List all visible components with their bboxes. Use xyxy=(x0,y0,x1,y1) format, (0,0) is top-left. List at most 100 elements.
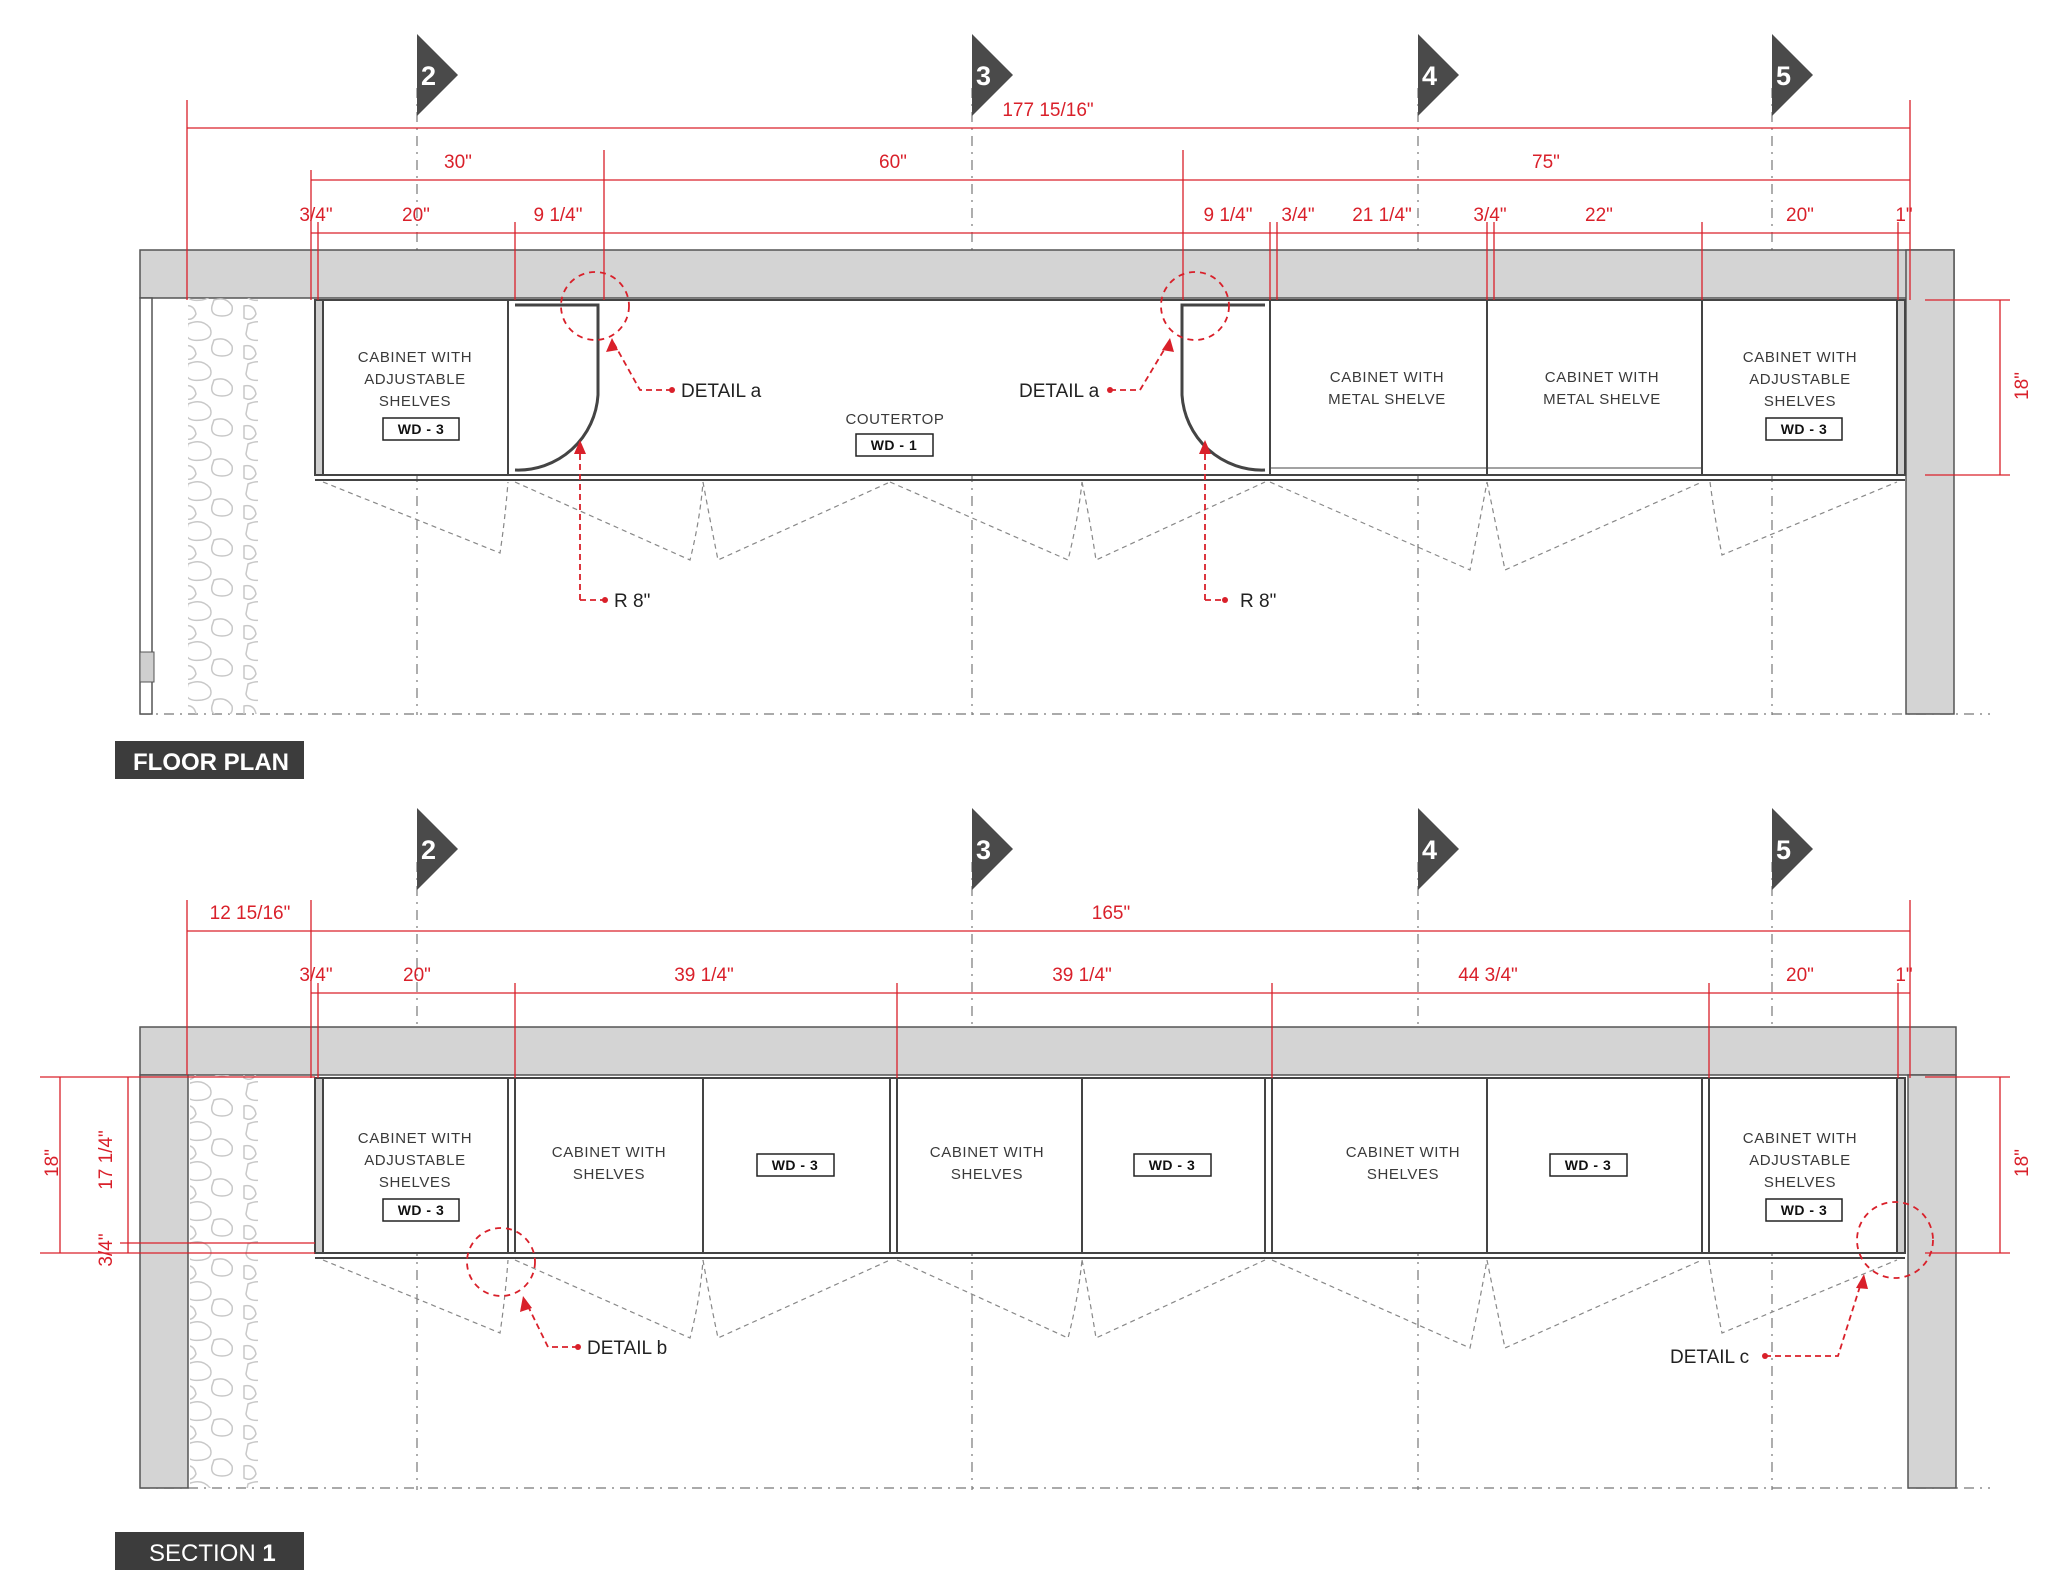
dim-plan-4: 9 1/4" xyxy=(1203,205,1252,226)
dim-plan-1: 3/4" xyxy=(299,205,332,226)
dim-left-offset: 12 15/16" xyxy=(210,903,291,924)
tag-3-section: WD - 3 xyxy=(1549,1153,1628,1177)
grid-marker-2-section: 2 xyxy=(417,808,458,890)
svg-text:SHELVES: SHELVES xyxy=(1367,1166,1439,1183)
svg-text:WD - 3: WD - 3 xyxy=(1781,1202,1828,1218)
dim-sec-6: 20" xyxy=(1786,965,1814,986)
curved-panel-right xyxy=(1180,303,1266,472)
floor-plan: 2 3 4 5 xyxy=(115,34,2033,779)
dim-plan-7: 3/4" xyxy=(1473,205,1506,226)
dim-60: 60" xyxy=(879,152,907,173)
dim-plan-8: 22" xyxy=(1585,205,1613,226)
svg-text:2: 2 xyxy=(421,835,436,865)
radius-left: R 8" xyxy=(614,591,650,612)
cabinet-run-section xyxy=(314,1077,1906,1259)
svg-text:ADJUSTABLE: ADJUSTABLE xyxy=(364,371,466,388)
dim-sec-5: 44 3/4" xyxy=(1458,965,1518,986)
svg-text:WD - 3: WD - 3 xyxy=(398,421,445,437)
grid-marker-5-section: 5 xyxy=(1772,808,1813,890)
detail-arrowheads-section xyxy=(520,1274,1868,1359)
svg-text:CABINET WITH: CABINET WITH xyxy=(1346,1144,1460,1161)
detail-arrowheads-plan xyxy=(574,338,1228,603)
grid-marker-4-section: 4 xyxy=(1418,808,1459,890)
tag-1-section: WD - 3 xyxy=(756,1153,835,1177)
grid-marker-3-section: 3 xyxy=(972,808,1013,890)
floor-plan-title: FLOOR PLAN xyxy=(133,749,289,776)
dim-plan-5: 3/4" xyxy=(1281,205,1314,226)
dim-sec-1: 3/4" xyxy=(299,965,332,986)
section-1: 2 3 4 5 xyxy=(40,808,2033,1570)
curved-panel-left xyxy=(514,303,600,472)
stone-wall-section xyxy=(190,1075,258,1488)
detail-callouts-section xyxy=(466,1201,1934,1357)
door-swings-plan xyxy=(322,481,1898,571)
right-wall xyxy=(1905,249,1955,715)
svg-text:CABINET WITH: CABINET WITH xyxy=(1743,1130,1857,1147)
dim-depth-plan: 18" xyxy=(2012,372,2033,400)
radius-right: R 8" xyxy=(1240,591,1276,612)
svg-text:4: 4 xyxy=(1422,61,1437,91)
section-title: SECTION 1 xyxy=(149,1540,276,1567)
dim-sec-7: 1" xyxy=(1895,965,1912,986)
svg-text:METAL SHELVE: METAL SHELVE xyxy=(1543,391,1661,408)
cabinet-shelves-3-label: CABINET WITH SHELVES xyxy=(1346,1144,1460,1183)
detail-a-left: DETAIL a xyxy=(681,381,762,402)
svg-text:WD - 3: WD - 3 xyxy=(1565,1157,1612,1173)
left-wall-section xyxy=(139,1074,189,1489)
svg-text:CABINET WITH: CABINET WITH xyxy=(1330,369,1444,386)
detail-callouts-plan xyxy=(560,271,1230,601)
grid-marker-2: 2 xyxy=(417,34,458,116)
cabinet-left-label-section: CABINET WITH ADJUSTABLE SHELVES WD - 3 xyxy=(358,1130,472,1222)
cabinet-shelves-2-label: CABINET WITH SHELVES xyxy=(930,1144,1044,1183)
tag-2-section: WD - 3 xyxy=(1133,1153,1212,1177)
dim-plan-9: 20" xyxy=(1786,205,1814,226)
svg-text:ADJUSTABLE: ADJUSTABLE xyxy=(364,1152,466,1169)
svg-text:COUTERTOP: COUTERTOP xyxy=(845,411,944,428)
svg-text:SHELVES: SHELVES xyxy=(951,1166,1023,1183)
svg-text:CABINET WITH: CABINET WITH xyxy=(358,349,472,366)
grid-marker-3: 3 xyxy=(972,34,1013,116)
dim-plan-10: 1" xyxy=(1895,205,1912,226)
door-swings-section xyxy=(322,1259,1898,1349)
svg-text:ADJUSTABLE: ADJUSTABLE xyxy=(1749,1152,1851,1169)
cabinet-left-label-plan: CABINET WITH ADJUSTABLE SHELVES WD - 3 xyxy=(358,349,472,441)
svg-text:CABINET WITH: CABINET WITH xyxy=(1743,349,1857,366)
dim-height-17-1-4: 17 1/4" xyxy=(96,1130,117,1190)
svg-text:2: 2 xyxy=(421,61,436,91)
detail-b: DETAIL b xyxy=(587,1338,667,1359)
dim-75: 75" xyxy=(1532,152,1560,173)
dim-plan-2: 20" xyxy=(402,205,430,226)
dim-sec-3: 39 1/4" xyxy=(674,965,734,986)
countertop-label: COUTERTOP WD - 1 xyxy=(845,411,944,457)
grid-marker-5: 5 xyxy=(1772,34,1813,116)
dim-overall-plan: 177 15/16" xyxy=(1002,100,1093,121)
svg-text:CABINET WITH: CABINET WITH xyxy=(930,1144,1044,1161)
svg-text:WD - 3: WD - 3 xyxy=(1781,421,1828,437)
dim-height-18: 18" xyxy=(42,1149,63,1177)
cabinet-shelves-1-label: CABINET WITH SHELVES xyxy=(552,1144,666,1183)
svg-text:3: 3 xyxy=(976,61,991,91)
svg-text:5: 5 xyxy=(1776,61,1791,91)
dim-30: 30" xyxy=(444,152,472,173)
svg-text:SHELVES: SHELVES xyxy=(379,393,451,410)
svg-text:WD - 3: WD - 3 xyxy=(398,1202,445,1218)
svg-text:3: 3 xyxy=(976,835,991,865)
dimension-lines-plan xyxy=(186,100,2010,476)
svg-text:WD - 3: WD - 3 xyxy=(772,1157,819,1173)
cabinet-metal-1-label: CABINET WITH METAL SHELVE xyxy=(1328,369,1445,408)
stone-wall-left xyxy=(188,298,258,714)
svg-text:SHELVES: SHELVES xyxy=(1764,393,1836,410)
dim-height-3-4: 3/4" xyxy=(96,1233,117,1266)
svg-text:5: 5 xyxy=(1776,835,1791,865)
cabinet-metal-2-label: CABINET WITH METAL SHELVE xyxy=(1543,369,1661,408)
dim-height-right: 18" xyxy=(2012,1149,2033,1177)
dim-sec-4: 39 1/4" xyxy=(1052,965,1112,986)
svg-text:SHELVES: SHELVES xyxy=(1764,1174,1836,1191)
svg-text:WD - 1: WD - 1 xyxy=(871,437,918,453)
dim-plan-6: 21 1/4" xyxy=(1352,205,1412,226)
ceiling-slab xyxy=(139,1026,1957,1076)
dim-sec-2: 20" xyxy=(403,965,431,986)
svg-text:WD - 3: WD - 3 xyxy=(1149,1157,1196,1173)
right-wall-section xyxy=(1907,1074,1957,1489)
